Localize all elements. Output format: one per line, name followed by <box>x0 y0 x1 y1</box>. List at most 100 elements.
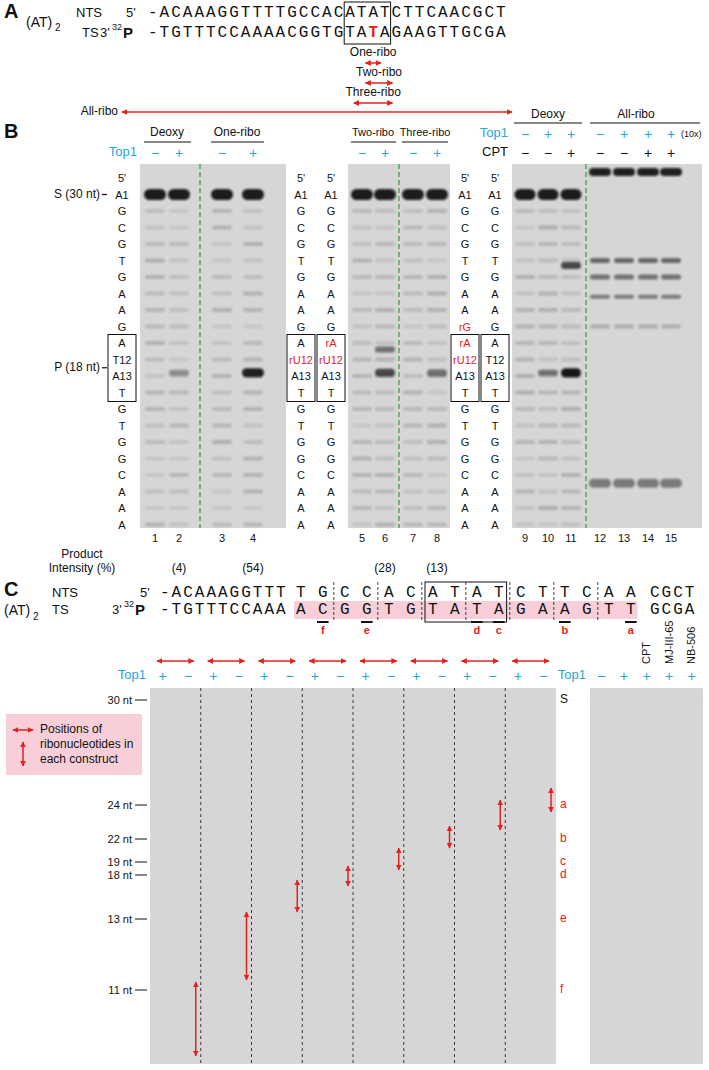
gel-band <box>375 424 395 428</box>
gel-band <box>561 226 581 230</box>
construct-name: (AT) <box>4 602 30 618</box>
pair-divider <box>403 688 404 1064</box>
lane-number: 12 <box>594 532 606 545</box>
gel-band <box>243 391 263 395</box>
subscript: 2 <box>55 22 61 34</box>
drug-label: CPT <box>482 145 508 160</box>
ladder-base: A <box>118 518 125 531</box>
gel-band <box>352 374 372 378</box>
gel-band <box>538 424 558 428</box>
ladder-base: G <box>297 403 306 416</box>
ladder-base: A <box>491 485 498 498</box>
ladder-base: G <box>297 452 306 465</box>
ladder-base: T <box>462 386 469 399</box>
ladder-base: T <box>328 386 335 399</box>
site-underline <box>559 621 571 623</box>
construct-label: One-ribo <box>350 46 397 60</box>
gel-band <box>637 168 659 176</box>
ladder-base: G <box>491 238 500 251</box>
ladder-base: A <box>461 304 468 317</box>
ladder-base: A <box>297 485 304 498</box>
lane-number: 8 <box>434 532 440 545</box>
ladder-base: A <box>327 502 334 515</box>
treatment-sign: − <box>409 145 417 161</box>
site-underline <box>361 621 373 623</box>
gel-band <box>561 457 581 461</box>
gel-band <box>243 457 263 461</box>
gel-band <box>515 506 535 510</box>
double-arrow <box>354 102 393 104</box>
ladder-base: G <box>118 403 127 416</box>
gel-band <box>375 358 395 362</box>
double-arrow <box>122 111 512 113</box>
gel-band <box>590 275 610 280</box>
gel-band <box>515 275 535 279</box>
ladder-base: A <box>118 485 125 498</box>
gel-band <box>352 391 372 395</box>
gel-band <box>375 275 395 279</box>
ladder-base: A <box>491 502 498 515</box>
gel-band <box>169 473 189 477</box>
ladder-base: G <box>327 403 336 416</box>
gel-band <box>561 189 582 200</box>
gel-band <box>352 506 372 510</box>
treatment-sign: − <box>521 126 529 142</box>
gel-band <box>638 295 658 299</box>
gel-band <box>538 407 558 411</box>
strand-label: TS <box>82 26 99 41</box>
treatment-sign: − <box>521 145 529 161</box>
group-underline <box>590 123 700 124</box>
ladder-base: A13 <box>112 370 132 383</box>
gel-band <box>403 226 423 230</box>
group-underline <box>402 142 448 143</box>
gel <box>150 688 556 1064</box>
group-underline <box>211 142 264 143</box>
ladder-base: rU12 <box>453 353 477 366</box>
pair-divider <box>302 688 303 1064</box>
double-arrow <box>13 729 33 731</box>
sequence: TGCCACATATCTTCAA <box>296 584 648 602</box>
pair-divider <box>251 688 252 1064</box>
ladder-base: 5' <box>327 172 335 185</box>
gel-band <box>427 242 447 246</box>
gel-band <box>561 325 581 329</box>
gel-band <box>243 226 263 230</box>
enzyme-label: Top1 <box>118 668 146 683</box>
lane-number: 10 <box>542 532 554 545</box>
gel-band <box>145 341 165 345</box>
gel-band <box>352 407 372 411</box>
site-letter: a <box>628 624 634 637</box>
site-letter: d <box>473 624 480 637</box>
group-label: Two-ribo <box>352 126 394 139</box>
ladder-base: A1 <box>294 188 307 201</box>
group-label: Three-ribo <box>400 126 451 139</box>
legend-text: Positions of ribonucleotides in each con… <box>40 722 134 767</box>
size-marker: 22 nt <box>108 833 132 846</box>
ladder-base: G <box>118 436 127 449</box>
gel-band <box>515 189 536 200</box>
gel-band <box>661 275 681 280</box>
pair-divider <box>353 688 354 1064</box>
gel-band <box>352 275 372 279</box>
gel-band <box>145 308 165 312</box>
ladder-base: G <box>327 436 336 449</box>
double-arrow <box>309 660 346 662</box>
gel-band <box>243 407 263 411</box>
gel-band <box>561 473 581 477</box>
sequence: GCGA <box>650 601 696 619</box>
gel-band <box>145 523 165 527</box>
gel-band <box>352 523 372 527</box>
ladder-base: A <box>297 287 304 300</box>
end-label: 5' <box>126 6 136 21</box>
treatment-sign: + <box>688 668 696 684</box>
double-arrow <box>365 82 392 84</box>
gel-band <box>243 506 263 510</box>
lane-number: 4 <box>250 532 256 545</box>
double-arrow <box>157 660 194 662</box>
construct-label: Two-ribo <box>356 66 402 80</box>
panel-letter: C <box>4 578 18 601</box>
gel-band <box>145 259 165 263</box>
gel <box>590 688 703 1064</box>
dose-note: (10x) <box>681 129 702 139</box>
ladder-base: G <box>118 238 127 251</box>
